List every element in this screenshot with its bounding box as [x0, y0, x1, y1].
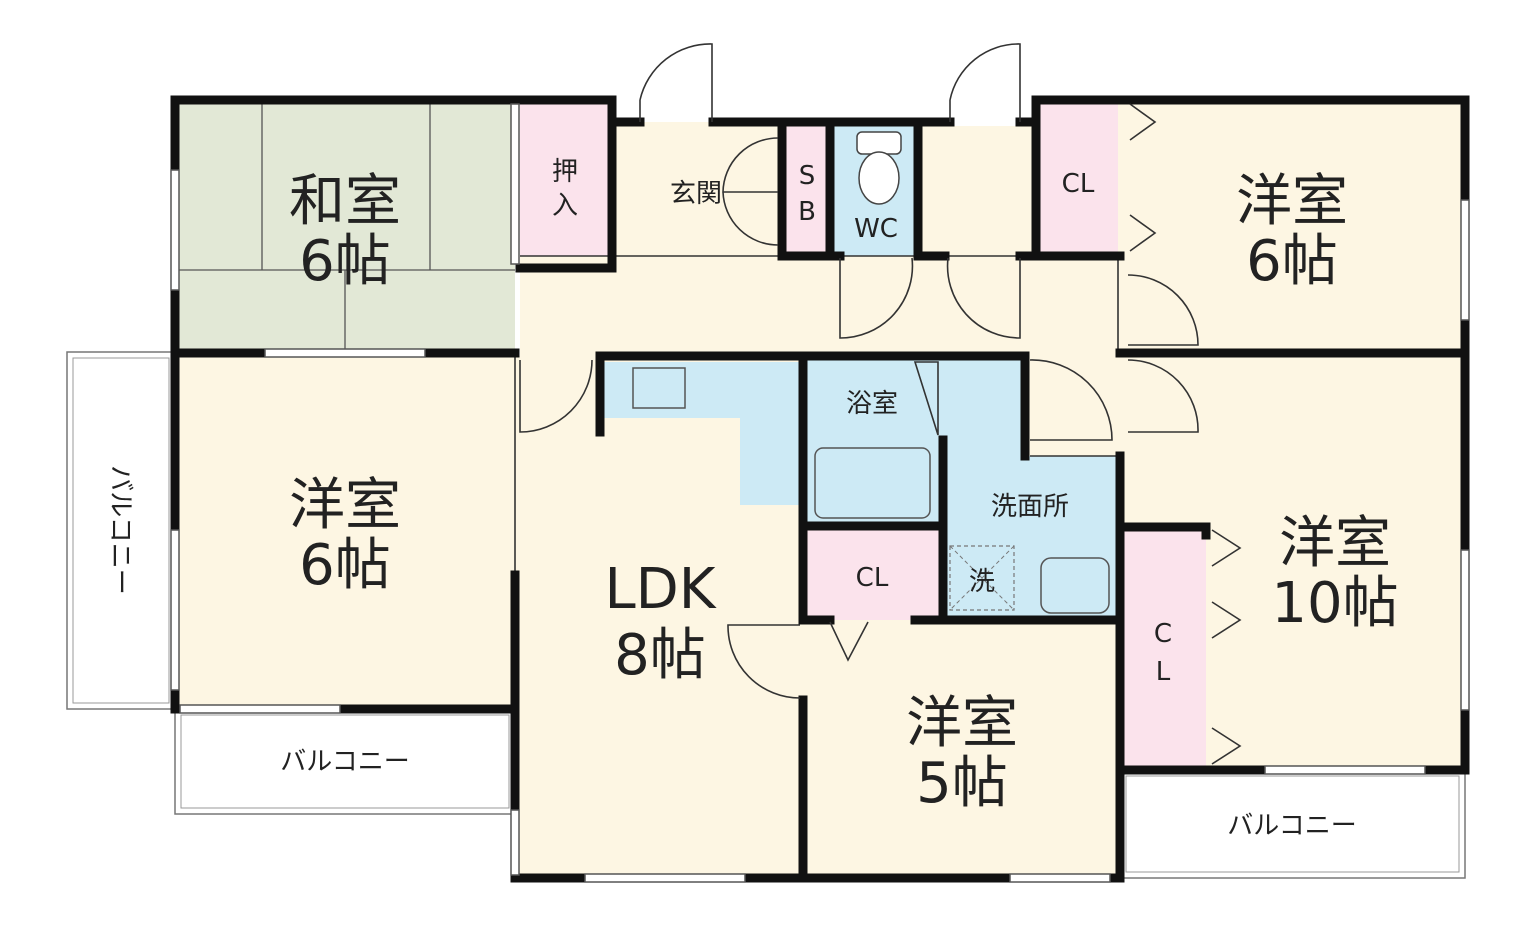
room-yoshitsu-ne: [1118, 100, 1465, 353]
room-yoshitsu-e-name: 洋室: [1279, 511, 1391, 576]
cl-e-label-2: L: [1156, 657, 1171, 687]
senmenjo-label: 洗面所: [991, 492, 1069, 522]
room-hall-top: [918, 126, 1036, 256]
room-yoshitsu-e-size: 10帖: [1271, 571, 1398, 636]
room-yokushitsu: [803, 356, 943, 526]
room-yoshitsu-nw: [175, 353, 515, 709]
kitchen-counter: [603, 362, 800, 505]
sentakuki-label: 洗: [969, 567, 995, 597]
room-yoshitsu-s-name: 洋室: [906, 691, 1018, 756]
room-yoshitsu-e: [1206, 356, 1465, 770]
balcony-southwest-label: バルコニー: [280, 747, 409, 777]
cl-ne-label: CL: [1062, 169, 1095, 199]
wc-label: WC: [854, 214, 898, 244]
sb-label-1: S: [799, 161, 816, 191]
room-washitsu-size: 6帖: [299, 229, 391, 294]
room-yoshitsu-s-size: 5帖: [916, 751, 1008, 816]
oshiire-label-1: 押: [552, 157, 578, 187]
doors: [519, 43, 1242, 765]
windows: [170, 103, 1470, 883]
room-washitsu-name: 和室: [289, 169, 401, 234]
room-yoshitsu-s: [803, 620, 1120, 878]
room-genkan: [610, 122, 782, 260]
room-ldk-size: 8帖: [614, 623, 706, 688]
room-sb: [782, 126, 830, 256]
sb-label-2: B: [798, 197, 816, 227]
oshiire-label-2: 入: [552, 191, 578, 221]
balcony-southeast-label: バルコニー: [1227, 811, 1356, 841]
genkan-label: 玄関: [670, 179, 722, 209]
room-yoshitsu-nw-size: 6帖: [299, 533, 391, 598]
toilet-icon: [856, 131, 902, 205]
room-yoshitsu-ne-size: 6帖: [1246, 229, 1338, 294]
balcony-southwest: [174, 708, 516, 815]
balcony-west: [66, 351, 176, 710]
cl-e-label-1: C: [1154, 619, 1172, 649]
room-ldk-name: LDK: [604, 557, 716, 622]
balcony-southeast: [1119, 769, 1466, 879]
room-cl-ne: [1036, 100, 1118, 256]
room-oshiire: [520, 100, 610, 268]
room-yoshitsu-nw-name: 洋室: [289, 473, 401, 538]
room-yoshitsu-ne-name: 洋室: [1236, 169, 1348, 234]
balcony-west-label: バルコニー: [105, 465, 135, 594]
yokushitsu-label: 浴室: [846, 389, 898, 419]
cl-mid-label: CL: [856, 563, 889, 593]
tatami-lines: [175, 100, 515, 353]
room-cl-e: [1120, 527, 1206, 770]
room-cl-mid: [803, 526, 943, 620]
